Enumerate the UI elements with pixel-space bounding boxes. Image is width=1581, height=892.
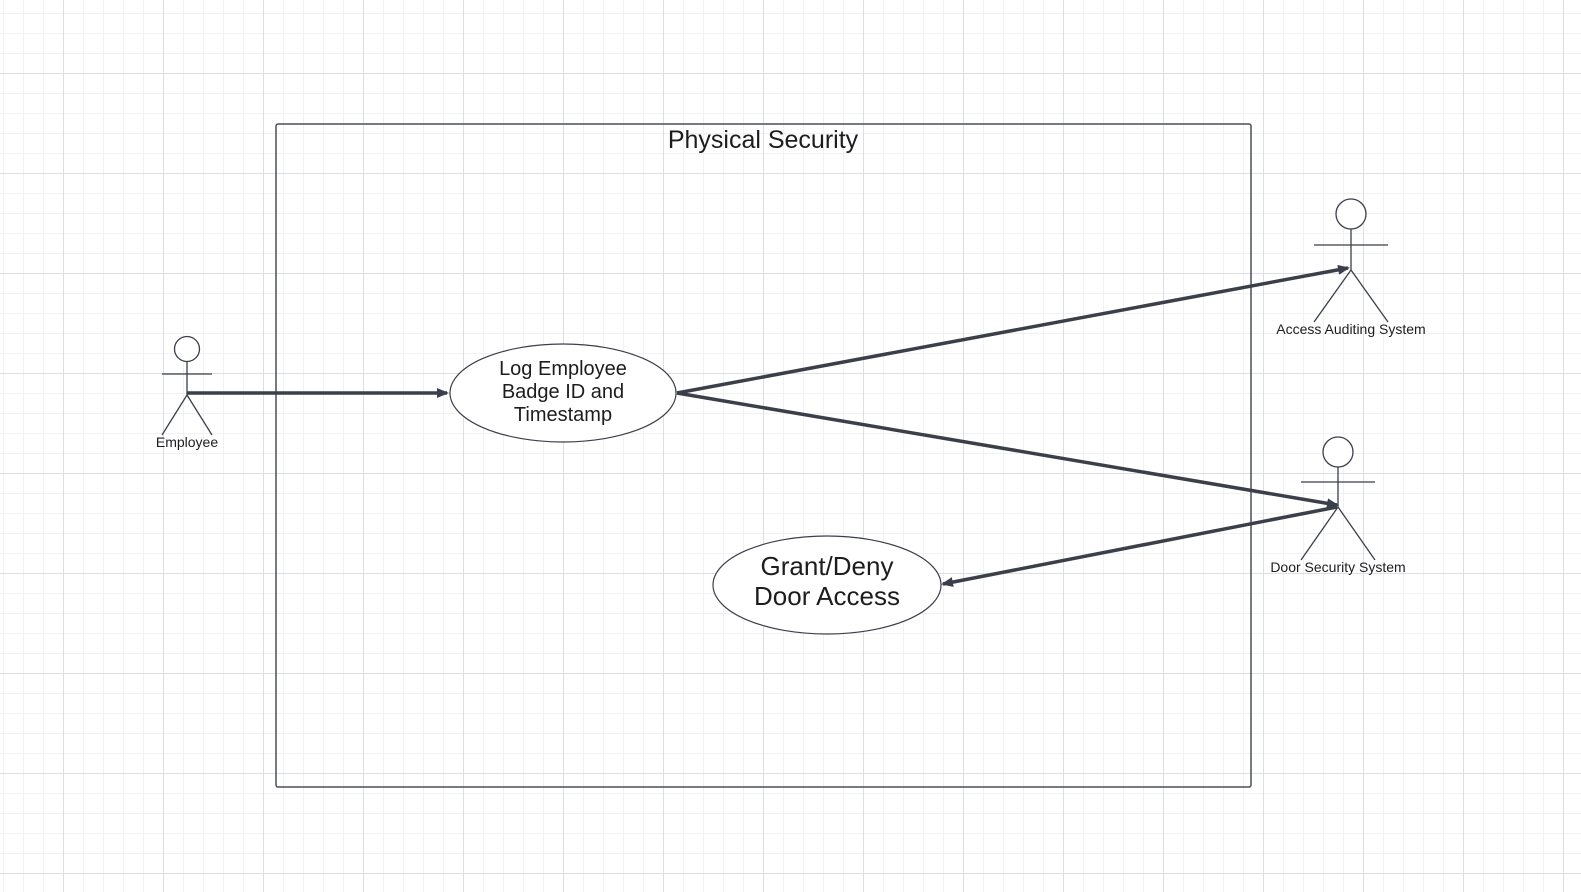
actor-employee-label: Employee: [156, 434, 218, 450]
association-log-to-door[interactable]: [676, 391, 1339, 509]
stick-figure-icon: [1300, 436, 1376, 561]
actor-access-auditing-label: Access Auditing System: [1276, 321, 1425, 337]
system-title: Physical Security: [668, 126, 859, 154]
use-case-grant-deny[interactable]: Grant/Deny Door Access: [712, 535, 942, 635]
association-log-to-auditing[interactable]: [676, 264, 1350, 395]
actor-door-security-label: Door Security System: [1270, 559, 1405, 575]
use-case-log-badge-line-1: Log Employee: [499, 358, 627, 380]
actor-employee[interactable]: Employee: [156, 335, 218, 451]
use-case-grant-deny-line-2: Door Access: [754, 581, 900, 611]
use-case-grant-deny-line-1: Grant/Deny: [761, 551, 894, 581]
actor-door-security-system[interactable]: Door Security System: [1270, 436, 1406, 575]
use-case-log-badge-line-3: Timestamp: [514, 404, 612, 426]
system-boundary[interactable]: Physical Security: [275, 123, 1252, 788]
actor-access-auditing-system[interactable]: Access Auditing System: [1276, 198, 1426, 337]
associations: [187, 264, 1350, 587]
stick-figure-icon: [161, 335, 213, 436]
use-case-log-badge-line-2: Badge ID and: [502, 381, 624, 403]
association-door-to-grant[interactable]: [941, 505, 1338, 587]
stick-figure-icon: [1313, 198, 1389, 323]
use-case-log-badge[interactable]: Log Employee Badge ID and Timestamp: [449, 343, 677, 443]
